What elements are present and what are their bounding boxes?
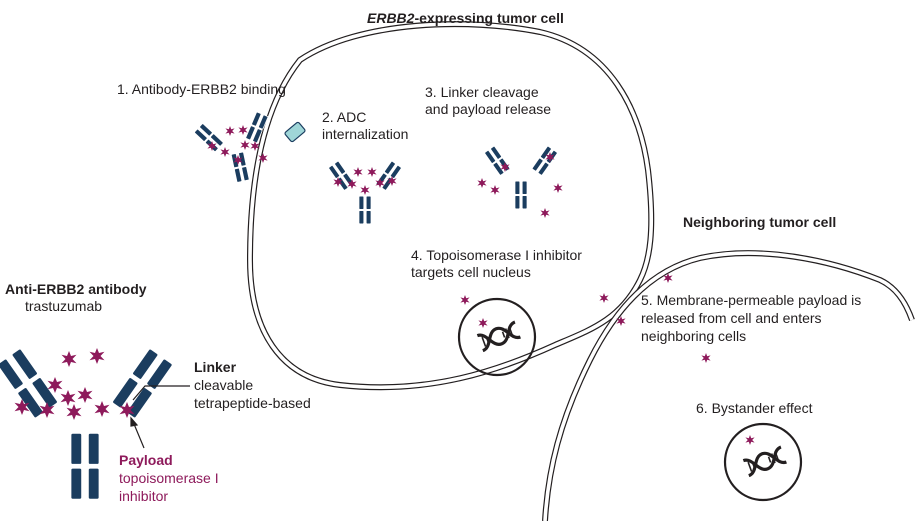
step-3-label-line1: 3. Linker cleavage <box>425 84 539 100</box>
nucleus-bystander <box>723 422 803 502</box>
step-5-label-line1: 5. Membrane-permeable payload is <box>641 292 862 308</box>
payload-near-nucleus <box>460 295 470 305</box>
step-6-label: 6. Bystander effect <box>696 400 813 416</box>
dna-icon <box>475 320 523 353</box>
dna-icon-2 <box>741 445 789 478</box>
neighbor-cell-membrane <box>542 250 915 521</box>
step-4-label-line2: targets cell nucleus <box>411 264 531 280</box>
nucleus-target <box>457 297 537 377</box>
neighbor-cell-title: Neighboring tumor cell <box>683 214 837 230</box>
erbb2-receptor <box>284 121 306 143</box>
step-2-label-line2: internalization <box>322 126 409 142</box>
leader-lines <box>130 385 190 449</box>
tumor-cell-membrane <box>246 21 655 391</box>
tumor-cell-title: ERBB2-expressing tumor cell <box>367 10 564 27</box>
legend-antibody-name: trastuzumab <box>25 298 103 314</box>
legend-antibody-title: Anti-ERBB2 antibody <box>5 281 147 297</box>
legend-linker-desc1: cleavable <box>194 377 254 393</box>
step-4-label-line1: 4. Topoisomerase I inhibitor <box>411 247 582 263</box>
legend-payload-desc1: topoisomerase I <box>119 470 219 486</box>
step-5-label-line3: neighboring cells <box>641 328 747 344</box>
step-5-label-line2: released from cell and enters <box>641 310 822 326</box>
step-3-label-line2: and payload release <box>425 101 552 117</box>
legend-linker-title: Linker <box>194 359 237 375</box>
step-1-label: 1. Antibody-ERBB2 binding <box>117 81 286 97</box>
gene-name: ERBB2 <box>367 10 415 26</box>
legend-payload-desc2: inhibitor <box>119 488 169 504</box>
legend-payload-title: Payload <box>119 452 173 468</box>
title-rest: -expressing tumor cell <box>414 10 564 26</box>
step-2-label-line1: 2. ADC <box>322 109 367 125</box>
legend-linker-desc2: tetrapeptide-based <box>194 395 311 411</box>
